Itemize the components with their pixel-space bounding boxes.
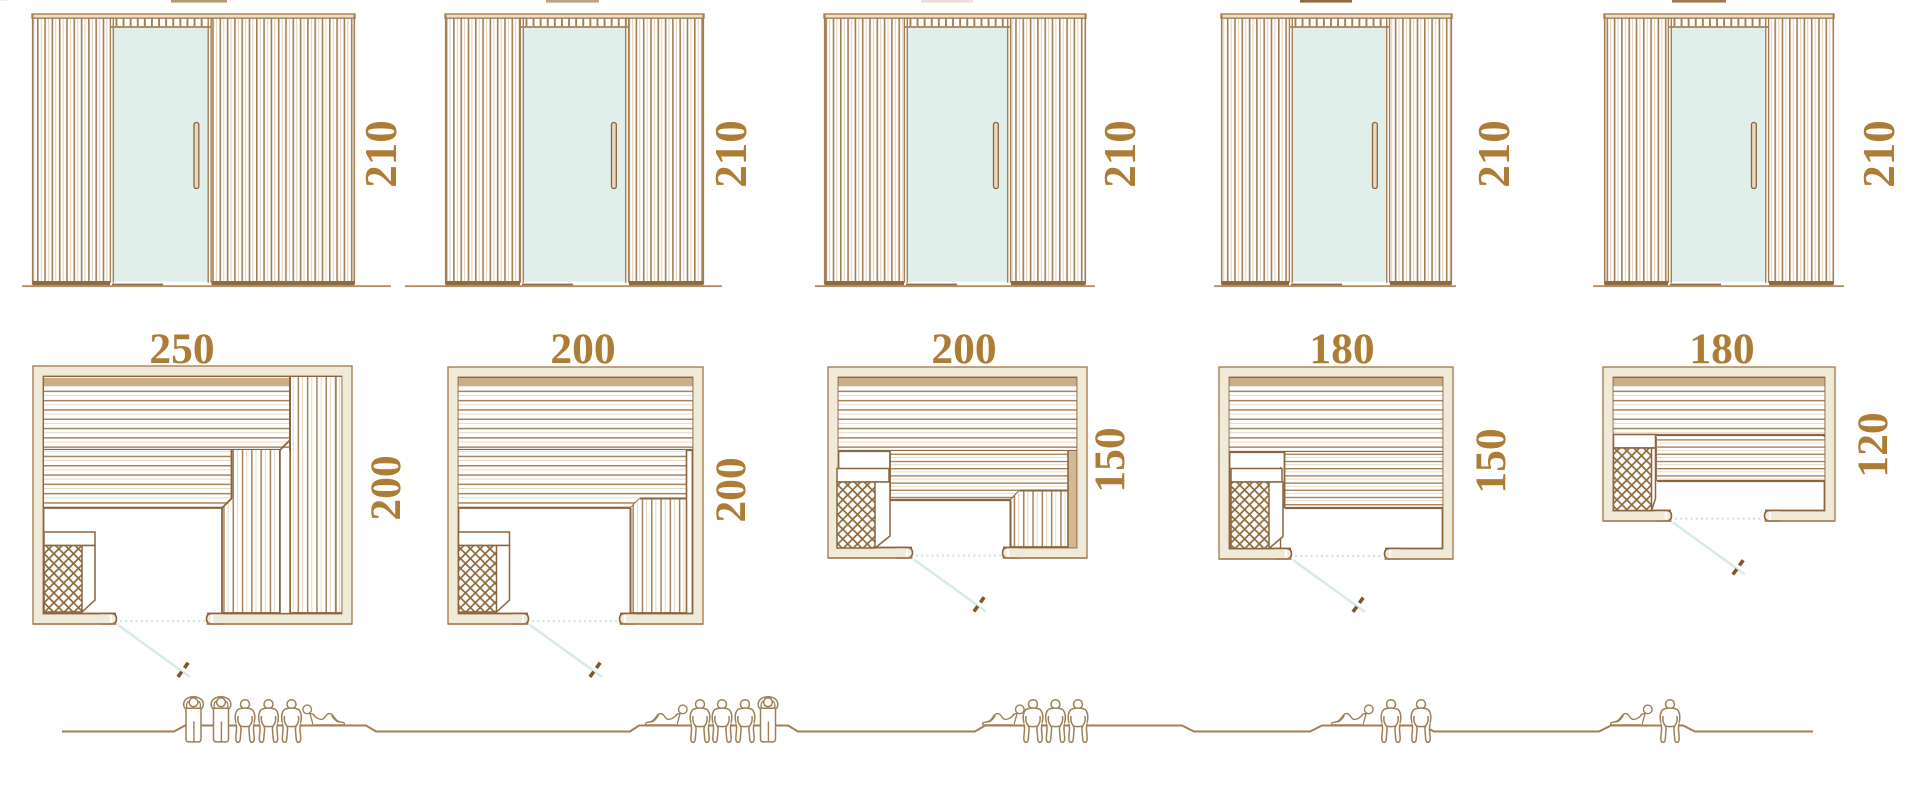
svg-text:180: 180 bbox=[1689, 325, 1754, 373]
svg-text:150: 150 bbox=[1086, 427, 1134, 492]
svg-text:150: 150 bbox=[1467, 428, 1515, 493]
svg-text:200: 200 bbox=[550, 325, 615, 373]
svg-text:200: 200 bbox=[707, 457, 755, 522]
svg-text:200: 200 bbox=[931, 325, 996, 373]
svg-text:210: 210 bbox=[356, 120, 406, 188]
svg-text:210: 210 bbox=[1854, 120, 1904, 188]
svg-text:250: 250 bbox=[149, 325, 214, 373]
svg-text:180: 180 bbox=[1309, 325, 1374, 373]
svg-text:210: 210 bbox=[1469, 120, 1519, 188]
svg-text:200: 200 bbox=[362, 455, 410, 520]
svg-text:120: 120 bbox=[1849, 412, 1897, 477]
svg-text:210: 210 bbox=[706, 120, 756, 188]
svg-text:210: 210 bbox=[1095, 120, 1145, 188]
